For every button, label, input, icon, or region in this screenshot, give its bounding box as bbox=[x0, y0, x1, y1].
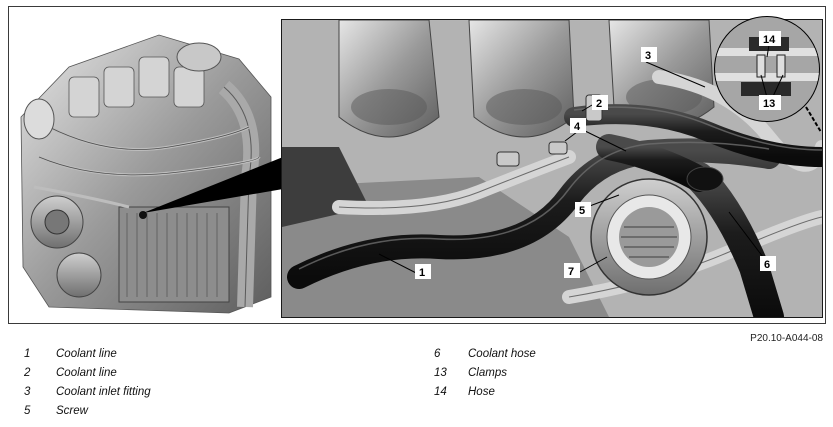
callout-3: 3 bbox=[645, 50, 651, 62]
legend-number: 5 bbox=[24, 405, 31, 417]
legend-text: Coolant inlet fitting bbox=[56, 386, 151, 398]
callout-2: 2 bbox=[596, 98, 602, 110]
callout-1: 1 bbox=[419, 267, 425, 279]
legend-number: 2 bbox=[24, 367, 31, 379]
engine-detail bbox=[281, 16, 823, 318]
callout-labels: 1 2 3 4 5 6 7 13 14 bbox=[415, 31, 781, 279]
callout-4: 4 bbox=[574, 121, 581, 133]
legend-text: Clamps bbox=[468, 367, 507, 379]
engine-illustration: 1 2 3 4 5 6 7 13 14 bbox=[20, 16, 823, 318]
figure-code: P20.10-A044-08 bbox=[750, 333, 823, 344]
callout-14: 14 bbox=[763, 34, 776, 46]
legend-text: Hose bbox=[468, 386, 495, 398]
callout-5: 5 bbox=[579, 205, 585, 217]
detail-inset bbox=[714, 16, 822, 133]
callout-13: 13 bbox=[763, 98, 775, 110]
engine-figure: 1 2 3 4 5 6 7 13 14 bbox=[8, 6, 826, 324]
legend-text: Coolant hose bbox=[468, 348, 536, 360]
callout-7: 7 bbox=[568, 266, 574, 278]
callout-6: 6 bbox=[764, 259, 770, 271]
legend-number: 6 bbox=[434, 348, 441, 360]
engine-overview bbox=[20, 34, 272, 314]
legend-text: Coolant line bbox=[56, 348, 117, 360]
legend-text: Coolant line bbox=[56, 367, 117, 379]
legend-text: Screw bbox=[56, 405, 88, 417]
zoom-connector bbox=[143, 157, 283, 213]
legend-number: 1 bbox=[24, 348, 31, 360]
legend-number: 3 bbox=[24, 386, 31, 398]
legend-number: 13 bbox=[434, 367, 447, 379]
legend-number: 14 bbox=[434, 386, 447, 398]
